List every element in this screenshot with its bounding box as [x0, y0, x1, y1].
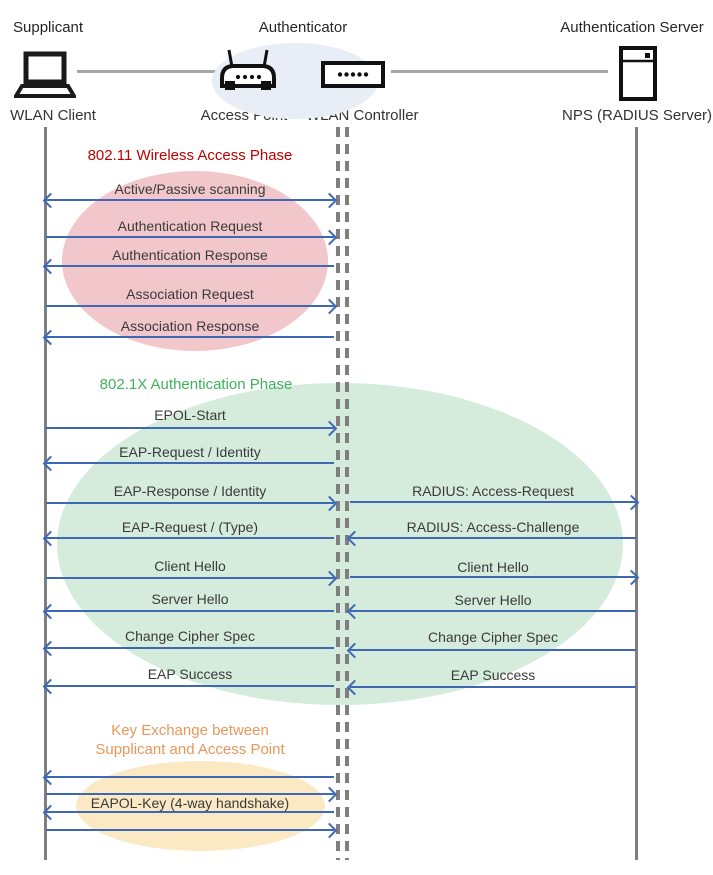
message-arrow-left [46, 685, 334, 687]
phase2-title: 802.1X Authentication Phase [99, 376, 293, 393]
message-arrow-both [46, 199, 334, 201]
laptop-icon [14, 51, 76, 98]
phase1-title: 802.11 Wireless Access Phase [87, 147, 293, 164]
message-label: Change Cipher Spec [428, 629, 558, 645]
message-arrow-left [46, 537, 334, 539]
message-label: Client Hello [457, 559, 529, 575]
role-label-supplicant: Supplicant [13, 19, 84, 36]
message-arrow-right [46, 502, 334, 504]
message-arrow-left [46, 647, 334, 649]
message-arrow-left [350, 537, 636, 539]
message-label: EPOL-Start [154, 407, 226, 423]
wlan-controller-icon [321, 61, 385, 88]
handshake-arrow-left [46, 811, 334, 813]
message-arrow-left [46, 336, 334, 338]
phase3-title-line1: Key Exchange between [111, 722, 269, 739]
message-arrow-right [350, 501, 636, 503]
message-label: EAP-Response / Identity [113, 483, 267, 499]
message-arrow-right [350, 576, 636, 578]
phase1-ellipse [62, 171, 328, 351]
message-label: EAP Success [147, 666, 233, 682]
device-label-wlan-client: WLAN Client [10, 107, 96, 124]
message-arrow-left [46, 610, 334, 612]
role-label-authenticator: Authenticator [258, 19, 348, 36]
message-label: Active/Passive scanning [114, 181, 266, 197]
authenticator-lifeline-right [345, 127, 349, 860]
phase2-ellipse [57, 383, 623, 705]
message-arrow-left [46, 265, 334, 267]
wlan-client-lifeline [44, 127, 47, 860]
device-label-nps: NPS (RADIUS Server) [562, 107, 713, 124]
message-arrow-left [350, 610, 636, 612]
message-label: Association Request [126, 286, 254, 302]
access-point-icon [220, 49, 276, 90]
handshake-arrow-right [46, 829, 334, 831]
radius-server-lifeline [635, 127, 638, 860]
message-label: RADIUS: Access-Challenge [406, 519, 580, 535]
message-arrow-right [46, 577, 334, 579]
message-label: Client Hello [154, 558, 226, 574]
handshake-arrow-left [46, 776, 334, 778]
message-label: EAP Success [450, 667, 536, 683]
message-arrow-left [46, 462, 334, 464]
handshake-arrow-right [46, 793, 334, 795]
message-label: Server Hello [454, 592, 532, 608]
role-label-authentication-server: Authentication Server [560, 19, 704, 36]
authenticator-lifeline-left [336, 127, 340, 860]
message-arrow-right [46, 427, 334, 429]
message-label: Change Cipher Spec [125, 628, 255, 644]
message-label: Server Hello [151, 591, 229, 607]
message-arrow-left [350, 649, 636, 651]
phase3-title: Key Exchange between Supplicant and Acce… [46, 721, 334, 759]
message-label: Association Response [120, 318, 260, 334]
message-arrow-right [46, 305, 334, 307]
message-label: EAP-Request / Identity [119, 444, 261, 460]
phase3-title-line2: Supplicant and Access Point [95, 741, 285, 758]
message-arrow-left [350, 686, 636, 688]
message-label: Authentication Response [112, 247, 268, 263]
message-arrow-right [46, 236, 334, 238]
message-label: EAP-Request / (Type) [121, 519, 259, 535]
handshake-label: EAPOL-Key (4-way handshake) [90, 795, 290, 811]
message-label: RADIUS: Access-Request [412, 483, 574, 499]
message-label: Authentication Request [117, 218, 263, 234]
link-client-to-ap [77, 70, 216, 73]
server-icon [619, 46, 657, 101]
link-controller-to-server [391, 70, 608, 73]
